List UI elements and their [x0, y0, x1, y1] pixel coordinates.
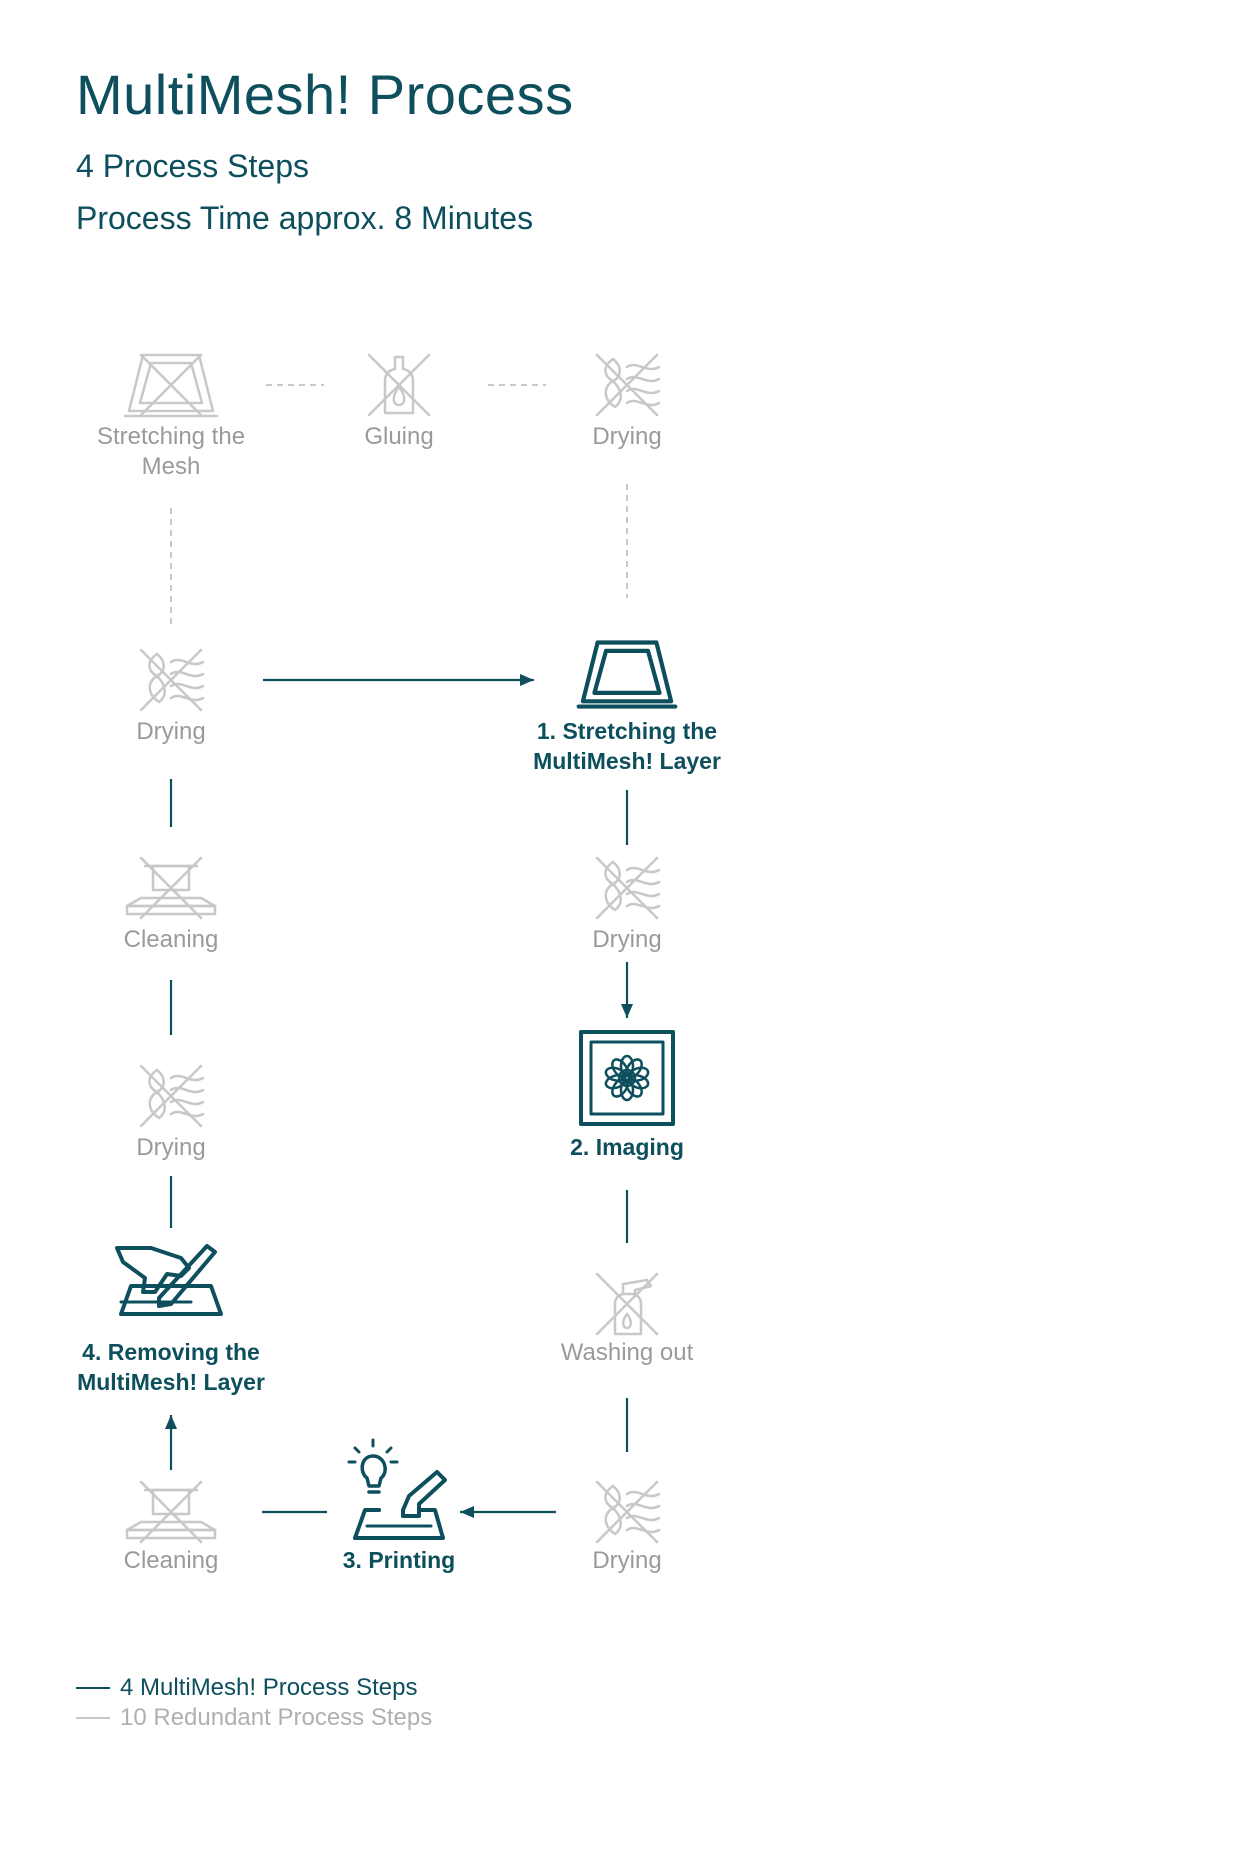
step-label-r-stretch: Stretching the: [97, 423, 245, 450]
printing-icon: [347, 1438, 447, 1540]
drying-crossed-icon: [139, 1064, 205, 1128]
legend-line-redundant: [76, 1717, 110, 1719]
imaging-icon: [579, 1030, 675, 1126]
drying-crossed-icon: [139, 648, 205, 712]
step-label-r-clean1: Cleaning: [124, 926, 219, 953]
arrowhead-m-remove: [165, 1415, 177, 1429]
legend-item-redundant: 10 Redundant Process Steps: [76, 1704, 432, 1732]
step-label-m-stretch: 1. Stretching the: [537, 718, 717, 744]
step-label-r-clean2: Cleaning: [124, 1547, 219, 1574]
arrowhead-m-stretch: [520, 674, 534, 686]
step-label-r-dry2: Drying: [136, 718, 205, 745]
step-label-r-wash: Washing out: [561, 1339, 694, 1366]
arrowhead-m-image: [621, 1004, 633, 1018]
drying-crossed-icon: [595, 353, 661, 417]
step-label-m-remove-line2: MultiMesh! Layer: [77, 1369, 265, 1395]
step-label-r-dry1: Drying: [592, 423, 661, 450]
step-label-m-print: 3. Printing: [343, 1547, 455, 1573]
hand-scraper-icon: [115, 1244, 223, 1316]
legend-item-main: 4 MultiMesh! Process Steps: [76, 1674, 417, 1702]
page-title: MultiMesh! Process: [76, 63, 574, 126]
step-label-r-stretch-line2: Mesh: [142, 453, 201, 480]
legend-label-redundant: 10 Redundant Process Steps: [120, 1704, 433, 1731]
step-label-m-remove: 4. Removing the: [82, 1339, 260, 1365]
frame-crossed-icon: [123, 353, 219, 418]
drying-crossed-icon: [595, 1480, 661, 1544]
cleaning-crossed-icon: [125, 856, 217, 920]
legend-label-main: 4 MultiMesh! Process Steps: [120, 1674, 418, 1701]
cleaning-crossed-icon: [125, 1480, 217, 1544]
step-label-r-dry4: Drying: [136, 1134, 205, 1161]
step-label-r-glue: Gluing: [364, 423, 433, 450]
glue-bottle-crossed-icon: [367, 353, 431, 417]
arrowhead-m-print: [460, 1506, 474, 1518]
frame-icon: [576, 640, 678, 709]
step-label-r-dry3: Drying: [592, 926, 661, 953]
process-steps-count: 4 Process Steps: [76, 148, 309, 184]
drying-crossed-icon: [595, 856, 661, 920]
step-label-m-stretch-line2: MultiMesh! Layer: [533, 748, 721, 774]
process-time: Process Time approx. 8 Minutes: [76, 200, 534, 236]
step-label-r-dry5: Drying: [592, 1547, 661, 1574]
spray-bottle-crossed-icon: [595, 1272, 659, 1336]
step-label-m-image: 2. Imaging: [570, 1134, 684, 1160]
legend-line-main: [76, 1687, 110, 1689]
